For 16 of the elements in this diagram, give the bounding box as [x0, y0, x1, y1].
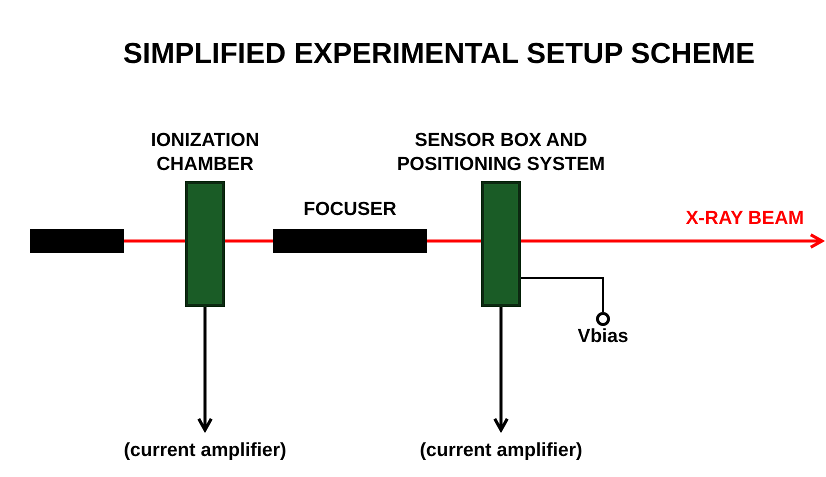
node-heading: FOCUSER [304, 198, 396, 222]
arrow [197, 307, 213, 432]
connector-line [225, 240, 273, 242]
connector-line [521, 277, 604, 312]
node-heading: IONIZATION CHAMBER [150, 129, 260, 177]
arrow [493, 307, 509, 432]
beam-block [30, 229, 124, 253]
instrument-label: (current amplifier) [124, 440, 286, 462]
node-heading: SENSOR BOX AND POSITIONING SYSTEM [396, 129, 606, 177]
connector-line [427, 240, 481, 242]
edge-label: X-RAY BEAM [686, 208, 804, 230]
diagram-title: SIMPLIFIED EXPERIMENTAL SETUP SCHEME [122, 38, 756, 71]
instrument-label: (current amplifier) [420, 440, 582, 462]
connector-line [124, 240, 185, 242]
terminal-label: Vbias [578, 326, 628, 348]
arrow [521, 233, 824, 249]
